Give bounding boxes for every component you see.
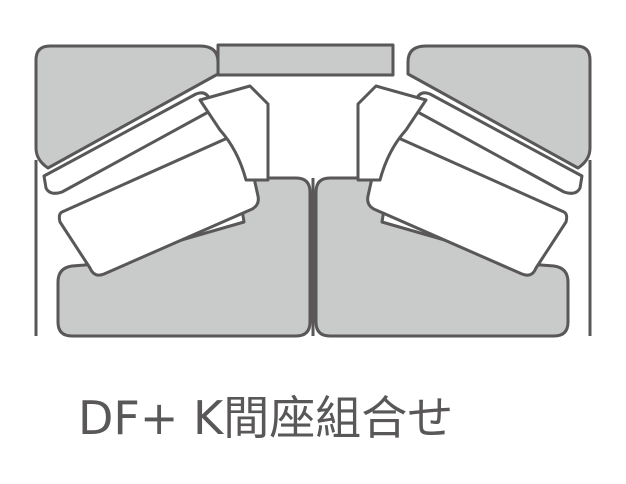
cage-strip-right — [356, 84, 428, 182]
caption-combination-label: 組合せ — [315, 391, 454, 445]
outer-ring-right — [406, 44, 592, 170]
cage-strip-left — [198, 84, 270, 182]
diagram-caption: DF+ K間座組合せ — [78, 388, 453, 448]
inner-ring-right — [314, 176, 570, 338]
outer-spacer — [216, 43, 395, 77]
outer-ring-left — [34, 44, 220, 170]
inner-ring-left — [56, 176, 312, 338]
caption-arrangement: DF+ K — [78, 391, 224, 445]
caption-spacer-label: 間座 — [223, 391, 316, 445]
